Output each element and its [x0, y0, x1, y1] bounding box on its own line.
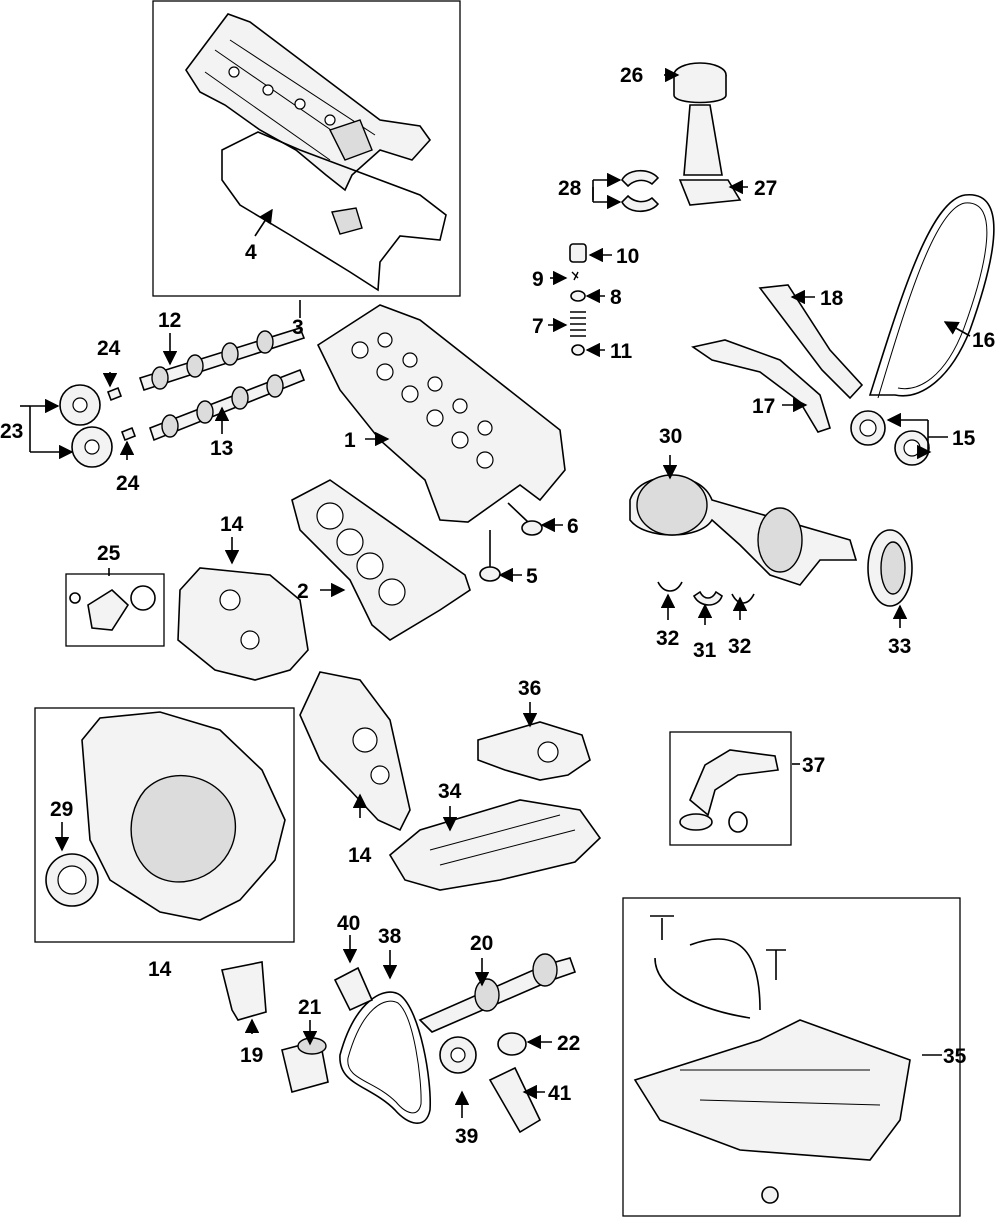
cylinder-head-part [316, 304, 566, 523]
oil-pickup-box [669, 731, 792, 846]
crankshaft-part [629, 474, 858, 586]
timing-chain-part [868, 194, 995, 399]
callout-33: 33 [888, 635, 911, 658]
valve-cover-part [185, 13, 432, 192]
drive-belt-38-part [339, 991, 432, 1124]
callout-20: 20 [470, 932, 493, 955]
callout-8: 8 [610, 286, 622, 309]
callout-11: 11 [610, 340, 633, 363]
callout-37: 37 [802, 754, 825, 777]
callout-10: 10 [616, 245, 639, 268]
callout-35: 35 [943, 1045, 967, 1068]
drive-gear-21-part [281, 1037, 329, 1093]
callout-29: 29 [50, 798, 73, 821]
drive-sprocket-39-part [439, 1036, 477, 1074]
piston-rod-part [673, 62, 742, 206]
camshaft-13-part [148, 368, 306, 442]
oil-pan-part [633, 1019, 911, 1204]
callout-31: 31 [693, 639, 717, 662]
front-crank-seal-part [45, 853, 99, 907]
callout-38: 38 [378, 925, 402, 948]
callout-28: 28 [558, 177, 582, 200]
oil-pan-box [622, 897, 961, 1217]
oil-pickup-tube-part [679, 749, 779, 833]
callout-23: 23 [0, 420, 23, 443]
callout-22: 22 [557, 1032, 580, 1055]
exhaust-valve-part [507, 502, 543, 536]
timing-cover-side-part [299, 671, 411, 832]
callout-32-right: 32 [728, 635, 751, 658]
thrust-washer-left-part [657, 581, 683, 592]
callout-1: 1 [344, 429, 356, 452]
callout-34: 34 [438, 780, 462, 803]
callout-9: 9 [532, 268, 544, 291]
bushing-22-part [497, 1032, 527, 1056]
leader-lines [20, 67, 971, 1118]
valve-train-parts [569, 243, 587, 356]
callout-18: 18 [820, 287, 844, 310]
oil-pump-part [477, 721, 591, 781]
valve-cover-box [152, 0, 461, 297]
rocker-arm-41-part [488, 1066, 542, 1134]
callout-15: 15 [952, 427, 976, 450]
camshaft-12-part [138, 327, 306, 392]
callout-7: 7 [532, 315, 544, 338]
callout-14-inner: 14 [220, 513, 244, 536]
windage-tray-part [388, 799, 602, 891]
rod-bearing-lower-part [621, 194, 660, 213]
chain-guide-18-part [758, 284, 864, 400]
callout-24-lower: 24 [116, 472, 140, 495]
callout-40: 40 [337, 912, 360, 935]
callout-14-front: 14 [148, 958, 172, 981]
crank-pulley-part [867, 529, 913, 607]
valve-cover-gasket-part [221, 131, 447, 292]
callout-39: 39 [455, 1125, 478, 1148]
idler-shaft-part [418, 953, 577, 1033]
crank-sprocket-upper-part [850, 410, 886, 446]
callout-6: 6 [567, 515, 579, 538]
seal-box [65, 573, 165, 647]
callout-12: 12 [158, 309, 181, 332]
oil-pan-bolts-part [650, 915, 786, 1019]
callout-19: 19 [240, 1044, 263, 1067]
callout-32-left: 32 [656, 627, 679, 650]
front-cover-box [34, 707, 295, 943]
callout-26: 26 [620, 64, 643, 87]
callout-5: 5 [526, 565, 538, 588]
callout-labels: 1 2 3 4 5 6 7 8 9 10 11 12 13 14 14 14 1… [0, 64, 995, 1148]
main-bearing-part [692, 590, 723, 606]
vct-unit-lower-part [71, 426, 113, 468]
intake-valve-part [479, 530, 501, 582]
callout-27: 27 [754, 177, 777, 200]
callout-3: 3 [292, 316, 304, 339]
vct-bolts-part [106, 386, 137, 442]
crank-sprocket-lower-part [894, 430, 930, 466]
callout-4: 4 [245, 241, 257, 264]
callout-24-upper: 24 [97, 337, 121, 360]
rod-bearing-upper-part [621, 169, 660, 188]
oil-filter-adapter-part [221, 961, 267, 1021]
front-cover-part [81, 711, 286, 921]
chain-tensioner-17-part [691, 339, 831, 433]
callout-2: 2 [297, 580, 309, 603]
tensioner-40-part [333, 966, 374, 1012]
vct-solenoid-seal-part [69, 585, 156, 631]
vct-unit-upper-part [59, 384, 101, 426]
callout-17: 17 [752, 395, 775, 418]
callout-25: 25 [97, 542, 121, 565]
callout-13: 13 [210, 437, 233, 460]
thrust-washer-right-part [731, 593, 755, 604]
timing-cover-inner-part [177, 567, 309, 681]
callout-21: 21 [298, 996, 322, 1019]
head-gasket-part [291, 479, 471, 641]
callout-14-side: 14 [348, 844, 372, 867]
callout-41: 41 [548, 1082, 572, 1105]
callout-16: 16 [972, 329, 995, 352]
callout-30: 30 [659, 425, 682, 448]
callout-36: 36 [518, 677, 541, 700]
